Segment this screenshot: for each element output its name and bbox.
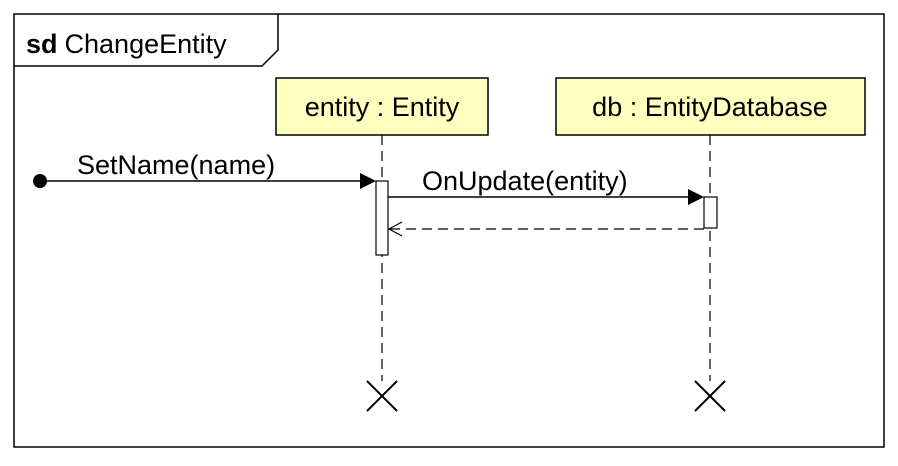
message-label-onupdate: OnUpdate(entity) xyxy=(422,166,628,196)
lifeline-head-entity xyxy=(275,77,489,136)
destruction-marker-db xyxy=(694,380,726,412)
message-arrowhead-setname xyxy=(360,173,376,189)
lifeline-head-db xyxy=(555,77,866,136)
frame-name-tab xyxy=(14,14,279,67)
frame-keyword: sd xyxy=(26,29,58,59)
activation-bar-entity xyxy=(375,180,389,256)
frame-name: ChangeEntity xyxy=(65,29,228,59)
message-arrowhead-return xyxy=(387,221,403,237)
lifeline-label-entity: entity : Entity xyxy=(305,92,460,122)
lifeline-label-db: db : EntityDatabase xyxy=(592,92,828,122)
message-label-setname: SetName(name) xyxy=(77,150,275,180)
message-arrowhead-onupdate xyxy=(688,189,704,205)
activation-bar-db xyxy=(703,196,718,229)
message-return xyxy=(387,221,704,237)
lifeline-db: db : EntityDatabase xyxy=(555,77,866,412)
lifeline-entity: entity : Entity xyxy=(275,77,489,412)
destruction-marker-entity xyxy=(366,380,398,412)
message-setname: SetName(name) xyxy=(33,150,376,189)
message-onupdate: OnUpdate(entity) xyxy=(388,166,704,205)
